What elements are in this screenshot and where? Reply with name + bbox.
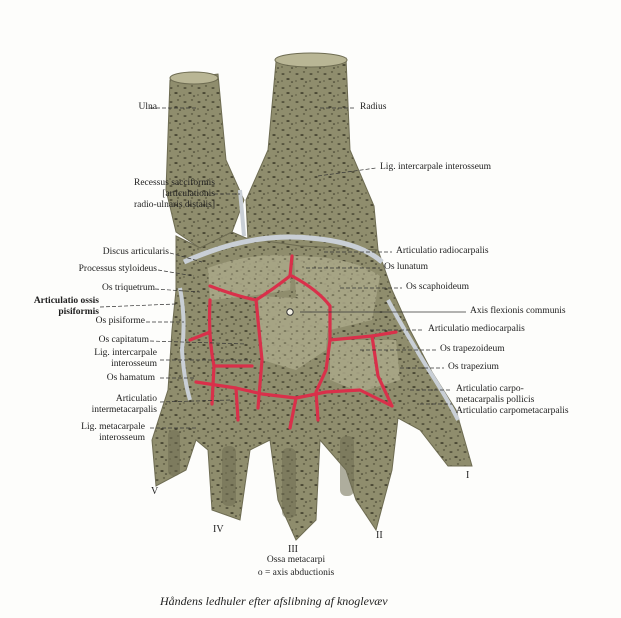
label-intermetacarpalis-2: intermetacarpalis xyxy=(91,405,157,415)
label-radius: Radius xyxy=(360,102,387,112)
label-lig-metacarpale-1: Lig. metacarpale xyxy=(81,422,145,432)
label-lig-intercarpale-2: interosseum xyxy=(111,359,157,369)
label-articulatio-radiocarpalis: Articulatio radiocarpalis xyxy=(396,246,489,256)
label-intermetacarpalis-1: Articulatio xyxy=(115,394,157,404)
label-recessus-2: [articulationis xyxy=(162,189,215,199)
label-carpo-pollicis-1: Articulatio carpo- xyxy=(456,384,524,394)
radius-shape xyxy=(245,57,379,251)
label-articulatio-mediocarpalis: Articulatio mediocarpalis xyxy=(428,324,525,334)
label-lig-metacarpale-2: interosseum xyxy=(99,433,145,443)
label-os-lunatum: Os lunatum xyxy=(384,262,429,272)
numeral-iv: IV xyxy=(213,524,224,535)
label-carpometacarpalis: Articulatio carpometacarpalis xyxy=(456,406,569,416)
ulna-shape xyxy=(165,73,245,249)
figure-caption: Håndens ledhuler efter afslibning af kno… xyxy=(160,594,388,608)
label-os-scaphoideum: Os scaphoideum xyxy=(406,282,470,292)
label-os-pisiforme: Os pisiforme xyxy=(95,316,145,326)
numeral-v: V xyxy=(151,486,159,497)
label-lig-intercarpale-1: Lig. intercarpale xyxy=(94,348,157,358)
label-recessus: Recessus sacciformis xyxy=(134,178,215,188)
label-processus: Processus styloideus xyxy=(78,264,157,274)
label-os-triquetrum: Os triquetrum xyxy=(101,283,155,293)
label-discus: Discus articularis xyxy=(102,247,169,257)
label-carpo-pollicis-2: metacarpalis pollicis xyxy=(456,395,535,405)
label-os-trapezoideum: Os trapezoideum xyxy=(440,344,505,354)
radiocarpal-cartilage xyxy=(182,234,384,265)
label-os-capitatum: Os capitatum xyxy=(98,335,149,345)
label-articulatio-ossis-2: pisiformis xyxy=(58,307,99,317)
numeral-iii: III xyxy=(288,544,298,555)
numeral-i: I xyxy=(466,470,470,481)
label-lig-intercarpale-top: Lig. intercarpale interosseum xyxy=(380,162,492,172)
joint-cavities xyxy=(188,254,398,430)
label-axis-flexionis: Axis flexionis communis xyxy=(470,306,566,316)
subcaption-axis: o = axis abductionis xyxy=(257,568,335,578)
label-ulna: Ulna xyxy=(138,102,157,112)
label-articulatio-ossis-1: Articulatio ossis xyxy=(33,296,99,306)
label-os-trapezium: Os trapezium xyxy=(448,362,499,372)
numeral-ii: II xyxy=(376,530,383,541)
label-os-hamatum: Os hamatum xyxy=(106,373,155,383)
subcaption-ossa: Ossa metacarpi xyxy=(266,555,326,565)
label-recessus-3: radio-ulnaris distalis] xyxy=(134,200,215,210)
